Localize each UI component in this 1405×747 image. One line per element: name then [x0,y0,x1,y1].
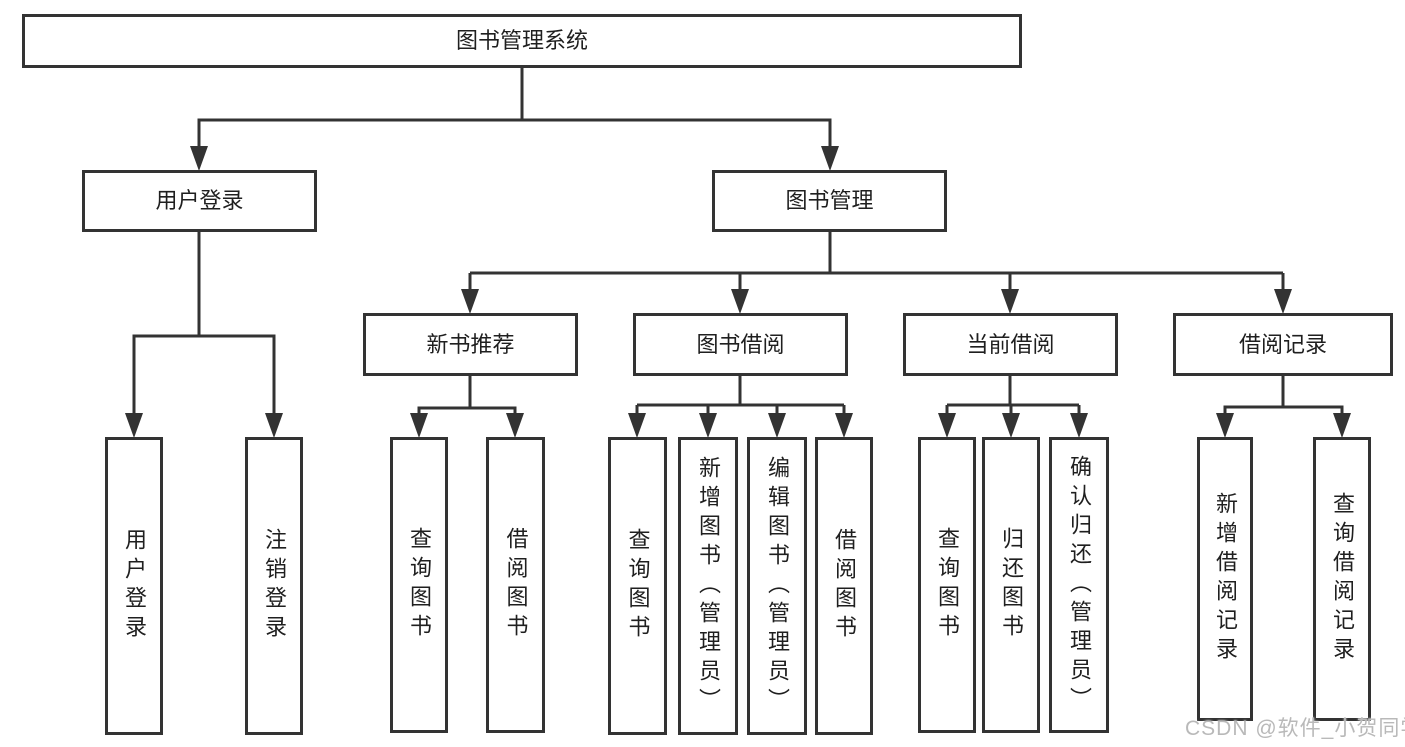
arrowhead [768,413,786,438]
node-book-borrowing: 图书借阅 [633,313,848,376]
arrowhead [190,146,208,171]
node-root-book-management-system: 图书管理系统 [22,14,1022,68]
arrowhead [821,146,839,171]
leaf-edit-book-admin: 编辑图书（管理员） [747,437,807,735]
leaf-return-book: 归还图书 [982,437,1040,733]
leaf-borrow-books-recommend: 借阅图书 [486,437,545,733]
arrowhead [1216,413,1234,438]
arrowhead [1274,289,1292,314]
arrowhead [731,289,749,314]
node-current-borrowing: 当前借阅 [903,313,1118,376]
node-user-login: 用户登录 [82,170,317,232]
arrowhead [1002,413,1020,438]
arrowhead [938,413,956,438]
arrowhead [1333,413,1351,438]
leaf-borrow-books: 借阅图书 [815,437,873,735]
arrowhead [410,413,428,438]
leaf-query-books-current: 查询图书 [918,437,976,733]
arrowhead [265,413,283,438]
arrowhead [628,413,646,438]
arrowhead [506,413,524,438]
leaf-query-books-borrow: 查询图书 [608,437,667,735]
node-book-management: 图书管理 [712,170,947,232]
arrowhead [1001,289,1019,314]
connector-root-rail [197,118,832,148]
connector-records-rail [1223,405,1344,417]
connector-userlogin-rail [132,334,276,416]
arrowhead [461,289,479,314]
leaf-add-borrow-record: 新增借阅记录 [1197,437,1253,721]
connector-newbook-rail [417,406,517,417]
leaf-query-books-recommend: 查询图书 [390,437,448,733]
leaf-query-borrow-record: 查询借阅记录 [1313,437,1371,721]
node-borrowing-records: 借阅记录 [1173,313,1393,376]
leaf-user-login: 用户登录 [105,437,163,735]
leaf-confirm-return-admin: 确认归还（管理员） [1049,437,1109,733]
leaf-add-book-admin: 新增图书（管理员） [678,437,738,735]
arrowhead [125,413,143,438]
arrowhead [699,413,717,438]
arrowhead [1070,413,1088,438]
leaf-logout: 注销登录 [245,437,303,735]
arrowhead [835,413,853,438]
node-new-book-recommend: 新书推荐 [363,313,578,376]
